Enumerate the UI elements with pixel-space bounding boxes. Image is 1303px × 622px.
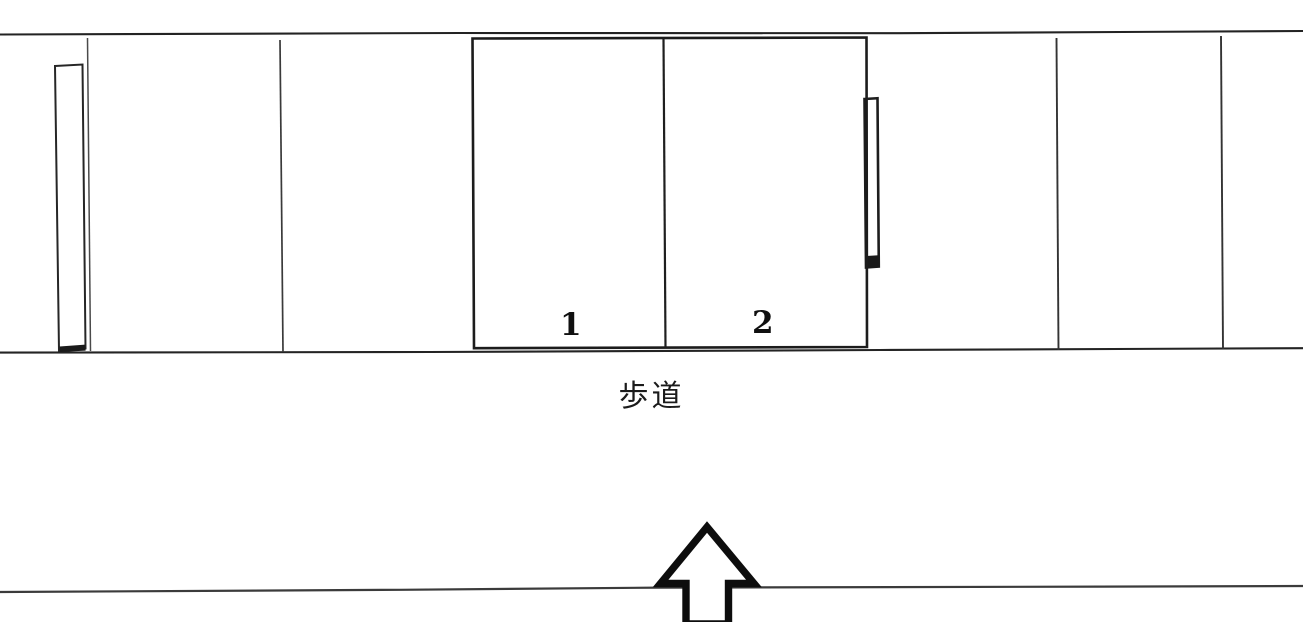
property-divider-line-2 — [279, 39, 284, 353]
sidewalk-label: 歩道 — [618, 379, 685, 414]
stall-number-1: 1 — [560, 307, 582, 343]
sidewalk-bottom-edge-line — [0, 584, 1303, 594]
entry-direction-arrow — [652, 521, 762, 622]
parking-stall-1[interactable] — [473, 39, 664, 347]
stall-number-2: 2 — [752, 305, 774, 341]
property-divider-line-3 — [1055, 37, 1060, 351]
building-frontage-top-line — [0, 29, 1303, 36]
parking-box[interactable] — [471, 36, 869, 350]
property-divider-line-1 — [86, 37, 92, 352]
sidewalk-top-edge-line — [0, 347, 1303, 354]
parking-stall-2[interactable] — [665, 38, 867, 347]
stall-divider — [662, 38, 667, 348]
property-divider-line-4 — [1220, 35, 1224, 350]
left-post — [53, 63, 87, 352]
